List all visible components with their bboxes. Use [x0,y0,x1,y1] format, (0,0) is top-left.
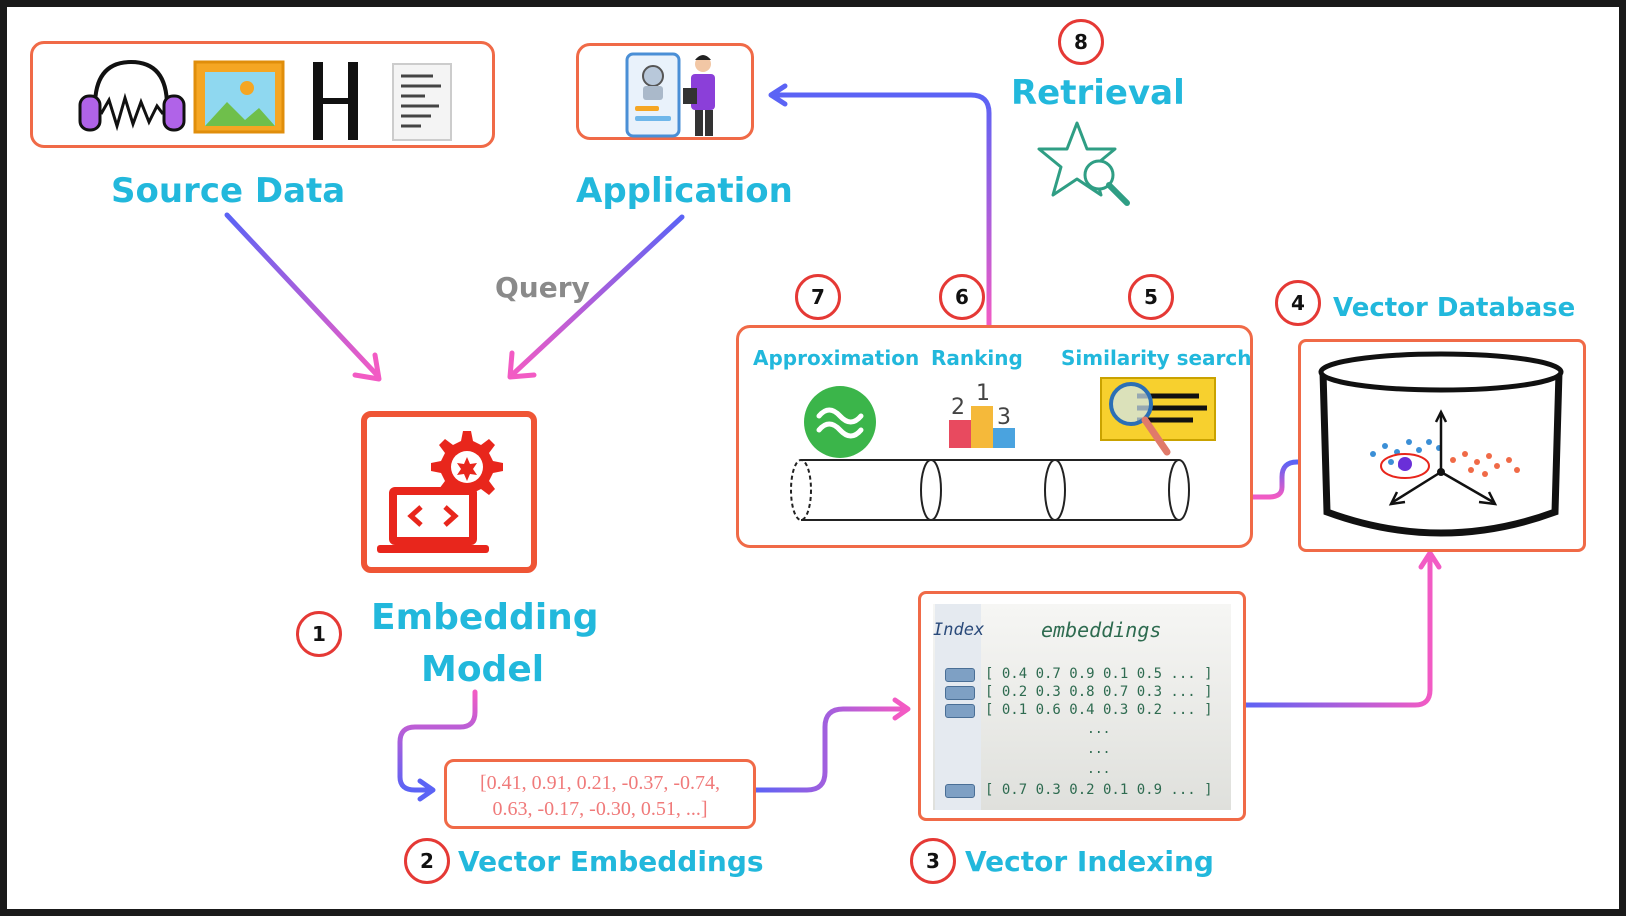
row-ellipsis: ... [1087,762,1111,777]
step-2-badge: 2 [404,838,450,884]
arrow-model-to-embeddings [397,689,478,802]
headphones-audio-icon [78,59,186,132]
index-header: Index [933,620,985,640]
vector-embeddings-box: [0.41, 0.91, 0.21, -0.37, -0.74, 0.63, -… [444,759,756,829]
step-1-badge: 1 [296,611,342,657]
row-ellipsis: ... [1087,722,1111,737]
source-data-box [30,41,495,148]
application-label: Application [576,171,793,211]
podium-third: 3 [997,405,1011,430]
gear-laptop-code-icon [377,431,503,553]
search-pipeline-box: Approximation Ranking Similarity search … [736,325,1253,548]
embedding-row: [ 0.1 0.6 0.4 0.3 0.2 ... ] [985,702,1213,718]
arrow-embeddings-to-indexing [752,697,911,793]
index-slot [945,704,975,718]
similarity-search-label: Similarity search [1061,346,1252,370]
embedding-model-label-line2: Model [421,649,545,690]
arrow-ranking-to-application [768,83,992,328]
row-ellipsis: ... [1087,742,1111,757]
embedding-model-box [361,411,537,573]
approximation-icon [804,386,876,458]
embeddings-header: embeddings [1041,618,1162,642]
source-data-icons [78,59,452,141]
index-slot [945,686,975,700]
document-text-icon [392,63,452,141]
podium-first: 1 [976,381,990,406]
scatter-points [1370,439,1520,477]
podium-second: 2 [951,395,965,420]
embedding-row-last: [ 0.7 0.3 0.2 0.1 0.9 ... ] [985,782,1213,798]
vector-database-box [1298,339,1586,552]
index-slot [945,784,975,798]
pipeline-graphics: 2 1 3 [790,377,1216,521]
query-label: Query [495,271,590,304]
arrow-source-to-embedding [224,212,382,382]
step-8-badge: 8 [1058,19,1104,65]
diagram-canvas: Source Data Application 8 Retrieval Quer… [7,7,1619,909]
arrow-indexing-to-database [1240,550,1442,708]
embedding-row: [ 0.2 0.3 0.8 0.7 0.3 ... ] [985,684,1213,700]
vector-sample-line2: 0.63, -0.17, -0.30, 0.51, ...] [492,798,708,820]
application-box [576,43,754,140]
vector-indexing-label: Vector Indexing [965,845,1214,878]
retrieval-label: Retrieval [1011,73,1185,113]
vector-sample-line1: [0.41, 0.91, 0.21, -0.37, -0.74, [480,772,720,794]
step-7-badge: 7 [795,274,841,320]
image-gallery-icon [193,60,285,134]
ranking-label: Ranking [931,346,1023,370]
embedding-model-label-line1: Embedding [371,597,599,638]
approximation-label: Approximation [753,346,920,370]
vector-embeddings-label: Vector Embeddings [458,845,764,878]
database-cylinder-scatter-icon [1318,351,1564,537]
step-5-badge: 5 [1128,274,1174,320]
index-slot [945,668,975,682]
pipe-cylinder [790,459,1190,521]
step-4-badge: 4 [1275,280,1321,326]
arrow-query-to-embedding [507,214,685,380]
vector-indexing-box: Index embeddings [ 0.4 0.7 0.9 0.1 0.5 .… [918,591,1246,821]
source-data-label: Source Data [111,171,346,211]
video-film-icon [313,62,358,140]
index-table: Index embeddings [ 0.4 0.7 0.9 0.1 0.5 .… [933,604,1231,810]
embedding-row: [ 0.4 0.7 0.9 0.1 0.5 ... ] [985,666,1213,682]
ranking-podium-icon [949,406,1015,448]
star-search-icon [1037,121,1130,206]
application-person-phone-icon [625,52,715,138]
vector-database-label: Vector Database [1333,293,1576,323]
step-6-badge: 6 [939,274,985,320]
similarity-search-icon [1100,377,1216,456]
axes-arrows [1388,409,1498,506]
step-3-badge: 3 [910,838,956,884]
